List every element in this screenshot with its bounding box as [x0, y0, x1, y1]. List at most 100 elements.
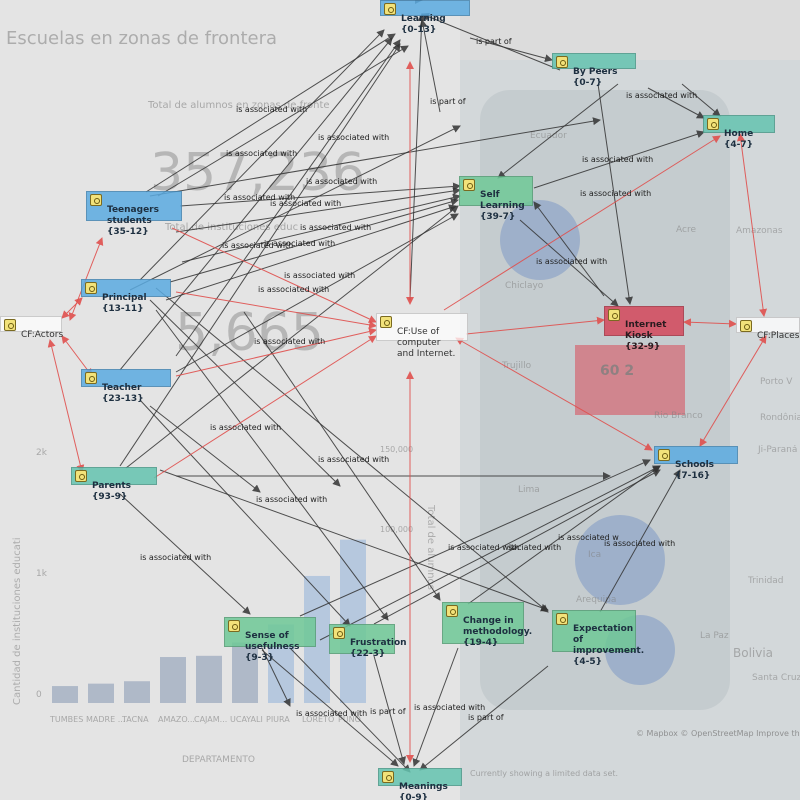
relation-edge[interactable]	[597, 83, 633, 305]
node-self-learning[interactable]: Self Learning {39-7}	[459, 176, 533, 222]
relation-edge[interactable]	[681, 83, 721, 117]
edge-label-is-part-of: is part of	[370, 707, 406, 716]
edge-label-is-associated-with: is associated with	[140, 553, 211, 562]
node-meanings[interactable]: Meanings {0-9}	[378, 768, 462, 800]
node-cf-use-computer-internet[interactable]: CF:Use of computer and Internet.	[376, 313, 468, 359]
code-icon	[463, 179, 475, 191]
code-family-edge[interactable]	[465, 316, 605, 335]
kpi1-label: Total de alumnos en zonas de fronte	[147, 100, 330, 111]
edge-label-is-associated-with: is associated with	[236, 105, 307, 114]
background-bar	[124, 681, 150, 703]
node-label: Frustration {22-3}	[350, 638, 407, 659]
relation-edge[interactable]	[533, 130, 705, 189]
node-learning[interactable]: Learning {0-13}	[380, 0, 470, 35]
code-family-edge[interactable]	[153, 335, 377, 479]
relation-edge[interactable]	[261, 649, 399, 767]
relation-edge[interactable]	[497, 83, 619, 179]
node-cf-actors[interactable]: CF:Actors	[0, 316, 63, 340]
node-sense-of-usefulness[interactable]: Sense of usefulness {9-3}	[224, 617, 316, 663]
relation-edge[interactable]	[289, 647, 411, 773]
relation-edge[interactable]	[149, 117, 601, 197]
relation-edge[interactable]	[149, 299, 341, 487]
relation-edge[interactable]	[155, 287, 549, 613]
background-bar	[52, 686, 78, 703]
edge-label-is-associated-with: is associated with	[296, 709, 367, 718]
node-teacher[interactable]: Teacher {23-13}	[81, 369, 171, 404]
node-schools[interactable]: Schools {7-16}	[654, 446, 738, 481]
code-family-edge[interactable]	[47, 339, 85, 473]
relation-edge[interactable]	[421, 12, 561, 71]
relation-edge[interactable]	[139, 29, 385, 281]
code-family-edge[interactable]	[455, 337, 653, 451]
y2-tick-150000: 150,000	[380, 445, 413, 454]
relation-edge[interactable]	[469, 37, 553, 63]
y2-axis-label: Total de alumnos	[425, 504, 436, 590]
relation-edge[interactable]	[155, 309, 389, 621]
relation-edge[interactable]	[467, 465, 661, 605]
department-label: TACNA	[121, 715, 149, 724]
node-cf-places[interactable]: CF:Places	[736, 317, 800, 341]
x-axis-label: DEPARTAMENTO	[182, 755, 255, 765]
code-family-edge[interactable]	[175, 327, 377, 377]
relation-edge[interactable]	[145, 33, 396, 193]
relation-edge[interactable]	[157, 45, 409, 197]
code-family-edge[interactable]	[171, 227, 377, 323]
relation-edge[interactable]	[149, 405, 261, 493]
y-axis-label: Cantidad de instituciones educati	[12, 537, 23, 705]
relation-edge[interactable]	[412, 647, 459, 767]
relation-edge[interactable]	[319, 465, 661, 641]
relation-edge[interactable]	[129, 125, 461, 291]
relation-edge[interactable]	[419, 665, 549, 771]
relation-edge[interactable]	[299, 459, 651, 617]
node-parents[interactable]: Parents {93-9}	[71, 467, 157, 502]
node-by-peers[interactable]: By Peers {0-7}	[552, 53, 636, 88]
relation-edge[interactable]	[519, 219, 619, 307]
code-icon	[608, 309, 620, 321]
department-label: CAJAM...	[194, 715, 227, 724]
dashboard-title: Escuelas en zonas de frontera	[6, 28, 277, 49]
relation-edge[interactable]	[373, 655, 406, 765]
relation-edge[interactable]	[159, 469, 549, 612]
node-expectation-of-improvement[interactable]: Expectation of improvement. {4-5}	[552, 610, 644, 667]
relation-edge[interactable]	[119, 43, 401, 467]
edge-label-is-part-of: is part of	[476, 37, 512, 46]
code-family-edge[interactable]	[699, 335, 767, 447]
code-family-edge[interactable]	[61, 297, 83, 319]
node-teenagers-students[interactable]: Teenagers students {35-12}	[86, 191, 182, 237]
node-label: By Peers {0-7}	[573, 67, 618, 88]
node-home[interactable]: Home {4-7}	[703, 115, 775, 150]
relation-edge[interactable]	[261, 647, 291, 707]
relation-edge[interactable]	[647, 87, 705, 119]
relation-edge[interactable]	[175, 39, 401, 357]
node-change-in-methodology[interactable]: Change in methodology. {19-4}	[442, 602, 532, 648]
edge-label-is-associated-with: is associated with	[264, 239, 335, 248]
edge-label-is-associated-with: is associated with	[256, 495, 327, 504]
node-label: Expectation of improvement. {4-5}	[573, 624, 645, 667]
code-family-edge[interactable]	[736, 133, 768, 317]
relation-edge[interactable]	[419, 19, 441, 113]
relation-edge[interactable]	[119, 493, 251, 615]
background-bar	[232, 642, 258, 703]
code-family-edge[interactable]	[175, 291, 377, 329]
node-principal[interactable]: Principal {13-11}	[81, 279, 171, 314]
edge-label-is-associated-with: is associated with	[284, 271, 355, 280]
relation-edge[interactable]	[409, 13, 426, 301]
relation-edge[interactable]	[373, 469, 661, 625]
relation-edge[interactable]	[599, 469, 681, 613]
code-family-edge[interactable]	[443, 135, 721, 311]
relation-edge[interactable]	[533, 201, 605, 297]
map-place-label: Ica	[588, 550, 601, 560]
code-icon	[446, 605, 458, 617]
relation-edge[interactable]	[125, 205, 459, 469]
relation-edge[interactable]	[139, 399, 351, 627]
department-label: PIURA	[266, 715, 290, 724]
code-family-edge[interactable]	[683, 318, 737, 328]
kpi2-label: Total de instituciones educ	[164, 222, 298, 233]
node-label: Schools {7-16}	[675, 460, 715, 481]
node-frustration[interactable]: Frustration {22-3}	[329, 624, 407, 659]
node-internet-kiosk[interactable]: Internet Kiosk {32-9}	[604, 306, 684, 352]
y-tick-0: 0	[36, 690, 42, 700]
